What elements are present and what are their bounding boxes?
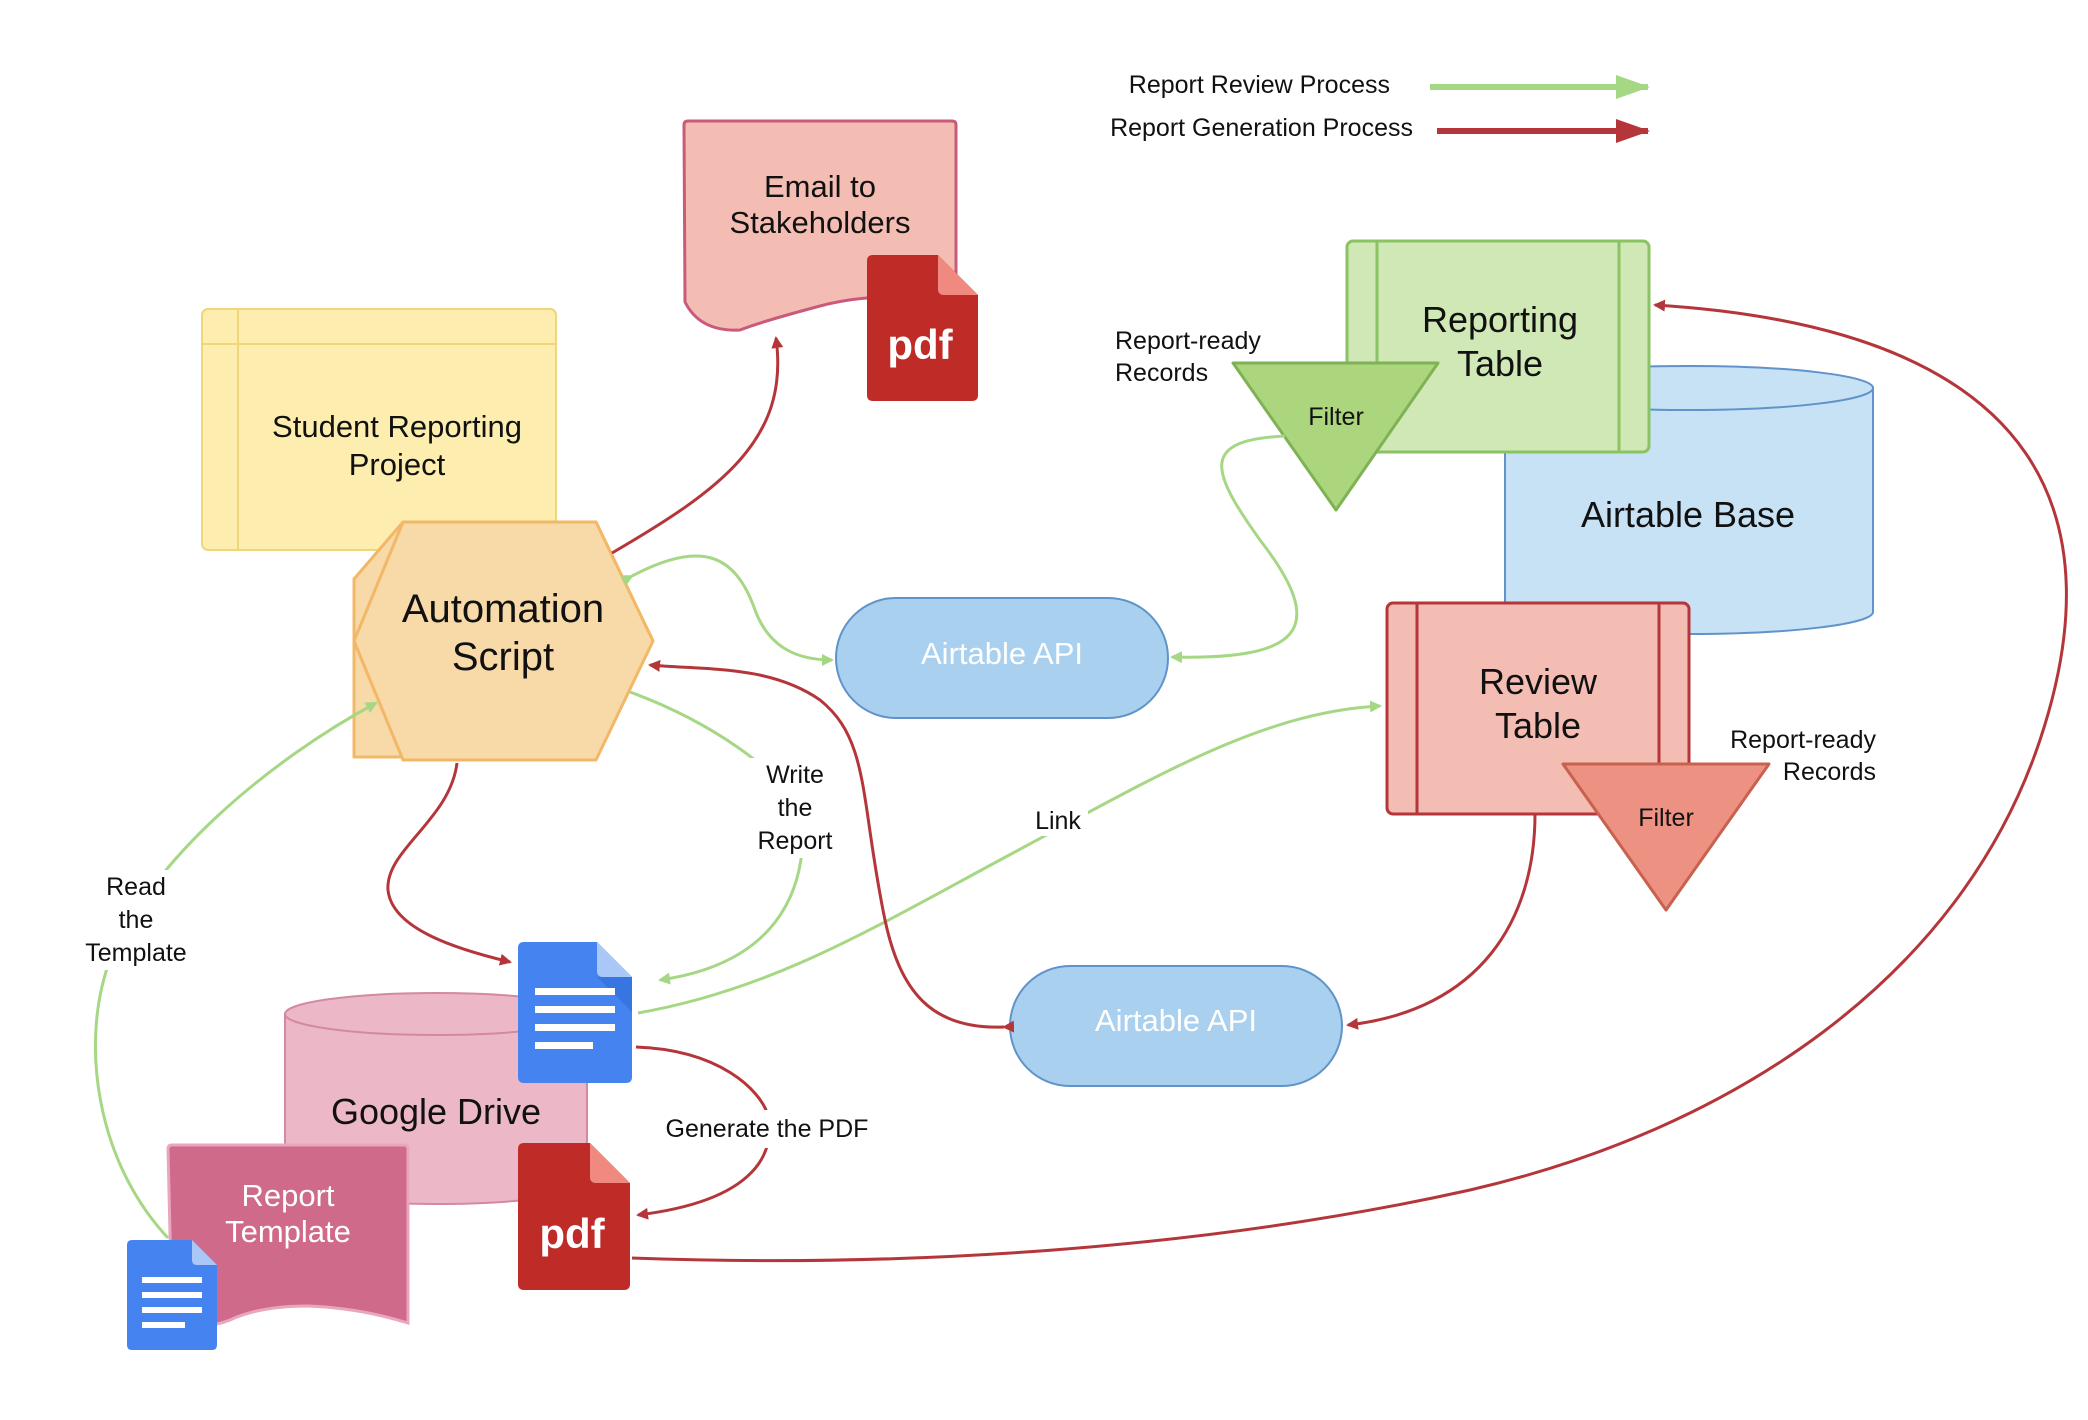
filter-bottom-node: Filter — [1561, 762, 1771, 912]
airtable-base-label: Airtable Base — [1581, 494, 1795, 535]
edge-labels: Report-ready Records Report-ready Record… — [72, 327, 1876, 1148]
read-template-line3: Template — [85, 939, 186, 967]
edge-automation-email — [611, 336, 784, 555]
google-docs-icon-report — [518, 942, 632, 1083]
report-template-node: Report Template — [166, 1143, 410, 1327]
pdf-generated-label: pdf — [539, 1210, 605, 1257]
reporting-table-node: Reporting Table — [1345, 239, 1651, 454]
automation-script-label-line1: Automation — [402, 587, 604, 631]
airtable-api-bottom-node: Airtable API — [1009, 965, 1343, 1087]
edge-filter-to-api-top — [1170, 434, 1299, 664]
report-ready-bottom-line2: Records — [1783, 758, 1876, 786]
write-report-line1: Write — [766, 761, 824, 789]
student-reporting-project-node: Student Reporting Project — [201, 308, 557, 551]
read-template-line1: Read — [106, 873, 166, 901]
airtable-api-top-label: Airtable API — [921, 636, 1083, 671]
filter-top-label: Filter — [1308, 403, 1364, 431]
report-ready-bottom-line1: Report-ready — [1730, 726, 1876, 754]
automation-script-node: Automation Script — [352, 520, 655, 762]
write-report-line2: the — [778, 794, 813, 822]
write-report-line3: Report — [757, 827, 832, 855]
legend: Report Review Process Report Generation … — [1110, 71, 1650, 143]
edge-automation-api-top — [620, 554, 834, 666]
review-table-node: Review Table — [1385, 601, 1691, 816]
pdf-file-icon: pdf — [867, 255, 978, 401]
edge-automation-doc — [386, 762, 512, 966]
google-drive-label: Google Drive — [331, 1091, 541, 1132]
pdf-generated-icon: pdf — [518, 1143, 630, 1290]
google-docs-icon-template — [127, 1240, 217, 1350]
report-ready-top-line1: Report-ready — [1115, 327, 1261, 355]
legend-generation-label: Report Generation Process — [1110, 114, 1413, 142]
airtable-api-bottom-label: Airtable API — [1095, 1003, 1257, 1038]
student-project-label-line1: Student Reporting — [272, 409, 522, 444]
student-project-label-line2: Project — [349, 447, 446, 482]
automation-script-label-line2: Script — [452, 635, 554, 679]
edge-api-bottom-automation — [648, 659, 1015, 1033]
airtable-api-top-node: Airtable API — [835, 597, 1169, 719]
legend-review-label: Report Review Process — [1129, 71, 1390, 99]
link-label: Link — [1035, 807, 1081, 835]
review-table-label-line2: Table — [1495, 705, 1581, 746]
pdf-email-label: pdf — [887, 321, 953, 368]
generate-pdf-label: Generate the PDF — [666, 1115, 869, 1143]
review-table-label-line1: Review — [1479, 661, 1598, 702]
report-template-label-line2: Template — [225, 1214, 351, 1249]
edge-pdf-to-reporting — [631, 299, 2068, 1263]
email-label-line2: Stakeholders — [730, 205, 911, 240]
filter-bottom-label: Filter — [1638, 804, 1694, 832]
report-ready-top-line2: Records — [1115, 359, 1208, 387]
report-template-label-line1: Report — [241, 1178, 334, 1213]
filter-top-node: Filter — [1231, 361, 1440, 512]
read-template-line2: the — [119, 906, 154, 934]
edge-review-to-api-bottom — [1346, 813, 1537, 1030]
reporting-table-label-line2: Table — [1457, 343, 1543, 384]
email-label-line1: Email to — [764, 169, 876, 204]
reporting-table-label-line1: Reporting — [1422, 299, 1578, 340]
